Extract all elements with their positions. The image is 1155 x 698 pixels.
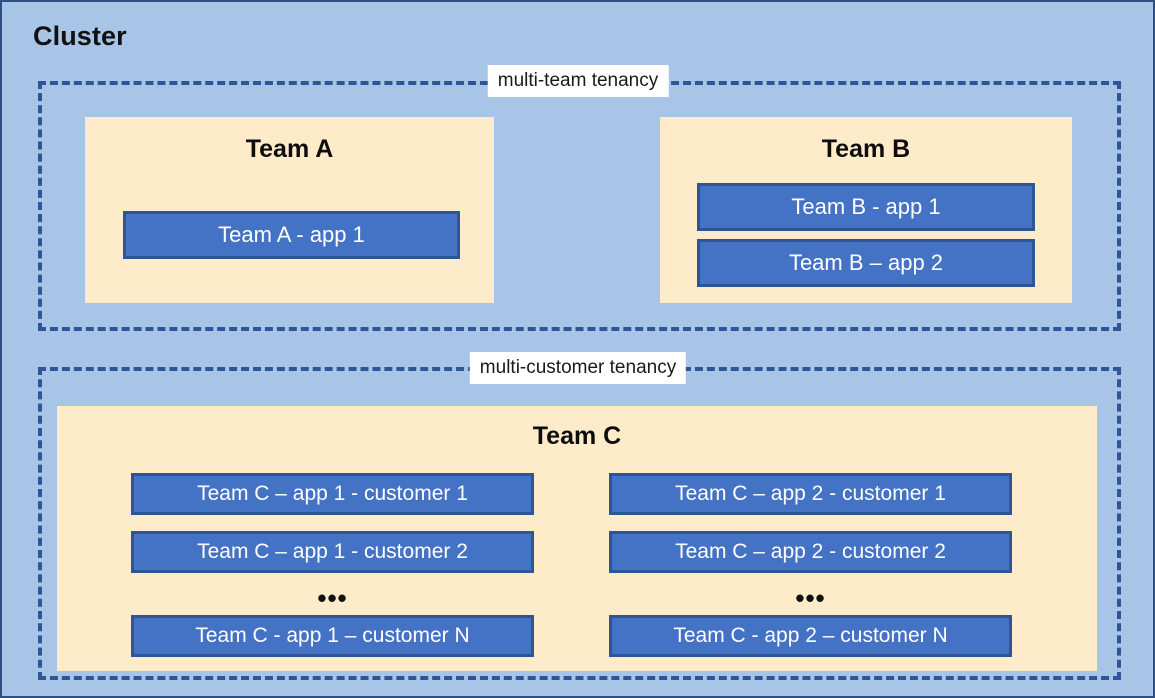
team-c-app-2-customer-2[interactable]: Team C – app 2 - customer 2 xyxy=(609,531,1012,573)
team-a-title: Team A xyxy=(245,135,334,163)
multi-team-tenancy-label: multi-team tenancy xyxy=(487,65,669,97)
team-b-app-1[interactable]: Team B - app 1 xyxy=(697,183,1035,231)
team-c-app-1-customer-2[interactable]: Team C – app 1 - customer 2 xyxy=(131,531,534,573)
multi-customer-tenancy-label: multi-customer tenancy xyxy=(469,352,687,384)
cluster-title: Cluster xyxy=(33,21,127,51)
team-c-app-1-customer-n[interactable]: Team C - app 1 – customer N xyxy=(131,615,534,657)
team-a-app-1[interactable]: Team A - app 1 xyxy=(123,211,460,259)
team-c-app-2-ellipsis: ••• xyxy=(795,583,826,613)
team-c-app-1-customer-1[interactable]: Team C – app 1 - customer 1 xyxy=(131,473,534,515)
team-c-title: Team C xyxy=(532,422,622,450)
team-c-app-2-customer-1[interactable]: Team C – app 2 - customer 1 xyxy=(609,473,1012,515)
team-b-title: Team B xyxy=(821,135,911,163)
team-b-app-2[interactable]: Team B – app 2 xyxy=(697,239,1035,287)
team-c-app-2-customer-n[interactable]: Team C - app 2 – customer N xyxy=(609,615,1012,657)
team-a-box: Team A xyxy=(85,117,494,303)
team-c-app-1-ellipsis: ••• xyxy=(317,583,348,613)
